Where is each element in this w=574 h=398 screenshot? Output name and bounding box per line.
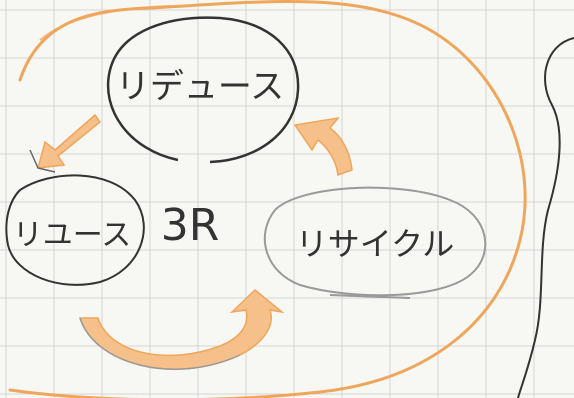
outer-orange-loop-2 bbox=[39, 5, 171, 41]
reuse-node-outline bbox=[5, 174, 145, 286]
right-edge-outline bbox=[517, 37, 574, 398]
recycle-underline bbox=[329, 294, 411, 299]
arrow-recycle-to-reduce bbox=[293, 116, 353, 177]
arrow-reuse-to-recycle bbox=[78, 289, 285, 370]
center-label-3r: 3R bbox=[161, 200, 220, 251]
recycle-node-outline bbox=[263, 186, 487, 297]
reuse-node-label: リユース bbox=[13, 218, 132, 253]
arrow-reduce-to-reuse bbox=[29, 113, 102, 173]
reduce-node-outline bbox=[106, 16, 300, 164]
recycle-node-label: リサイクル bbox=[296, 225, 454, 263]
reduce-node-label: リデュース bbox=[116, 67, 284, 107]
